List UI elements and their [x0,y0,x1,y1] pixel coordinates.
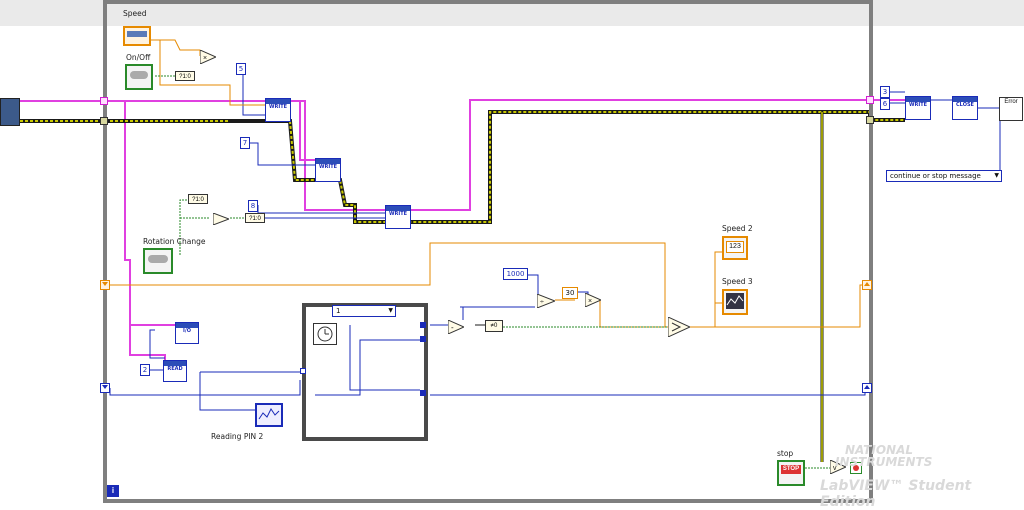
waveform-chart-icon-2 [726,293,744,309]
speed2-label: Speed 2 [722,224,753,233]
case-tunnel-1[interactable] [420,322,426,328]
constant-30[interactable]: 30 [562,287,578,299]
constant-7[interactable]: 7 [240,137,250,149]
io-vi[interactable]: I/O [175,322,199,344]
speed3-indicator [722,289,748,315]
constant-1000[interactable]: 1000 [503,268,528,280]
loop-iteration-icon: i [107,485,119,497]
refnum-tunnel-left[interactable] [100,97,108,105]
clock-icon [317,326,333,342]
on-off-label: On/Off [126,53,151,62]
shift-register-right-blue[interactable] [862,383,872,393]
error-message-ring[interactable]: continue or stop message ▼ [886,170,1002,182]
shift-register-left-blue[interactable] [100,383,110,393]
divide-function[interactable]: ÷ [536,293,557,309]
main-while-loop[interactable] [103,0,873,503]
speed-label: Speed [123,9,147,18]
subtract-function[interactable]: - [447,319,466,335]
shift-register-left-orange[interactable] [100,280,110,290]
speed3-label: Speed 3 [722,277,753,286]
constant-5[interactable]: 5 [236,63,246,75]
init-vi-icon[interactable] [0,98,20,126]
multiply-function-2[interactable]: × [584,292,603,308]
case-tunnel-3[interactable] [420,390,426,396]
error-message-ring-value: continue or stop message [890,172,981,180]
toggle-switch-icon-2 [148,255,168,263]
double-wires [110,39,865,328]
case-selector-value: 1 [336,307,341,315]
write-vi-2[interactable]: WRITE [315,158,341,182]
chevron-down-icon-2: ▼ [994,172,999,179]
loop-condition-terminal[interactable] [850,462,862,474]
constant-8[interactable]: 8 [248,200,258,212]
multiply-function[interactable]: × [199,49,218,65]
write-vi-3[interactable]: WRITE [385,205,411,229]
stop-control[interactable]: STOP [777,460,805,486]
watermark-line1: NATIONAL [845,443,914,457]
diagram-top-band [0,0,1024,26]
error-tunnel-left[interactable] [100,117,108,125]
watermark-line2: INSTRUMENTS [835,455,933,469]
boolean-wires [155,75,830,469]
svg-text:v: v [833,465,837,472]
toggle-switch-icon [130,71,148,79]
bool-to-number-function-2[interactable]: ?1:0 [188,194,208,204]
not-equal-zero-function[interactable]: ≠0 [485,320,503,332]
close-vi[interactable]: CLOSE [952,96,978,120]
write-vi-1[interactable]: WRITE [265,98,291,122]
stop-label: stop [777,449,794,458]
error-handler-text: Error [1004,99,1018,105]
constant-2[interactable]: 2 [140,364,150,376]
speed2-display: 123 [726,241,744,253]
speed-control[interactable] [123,26,151,46]
svg-text:-: - [451,323,454,332]
read-vi[interactable]: READ [163,360,187,382]
simple-error-handler-vi[interactable]: Error [999,97,1023,121]
svg-text:÷: ÷ [540,299,544,306]
shift-register-right-orange[interactable] [862,280,872,290]
constant-3[interactable]: 3 [880,86,890,98]
rotation-change-label: Rotation Change [143,237,206,246]
chevron-down-icon: ▼ [388,307,393,314]
bool-to-number-function[interactable]: ?1:0 [175,71,195,81]
select-function[interactable] [667,316,692,338]
case-selector[interactable]: 1 ▼ [332,305,396,317]
not-function[interactable] [212,212,231,226]
refnum-tunnel-right[interactable] [866,96,874,104]
rotation-change-control[interactable] [143,248,173,274]
svg-text:×: × [588,298,592,305]
or-function[interactable]: v [829,459,848,475]
reading-pin2-label: Reading PIN 2 [211,432,264,441]
error-tunnel-right[interactable] [866,116,874,124]
constant-6[interactable]: 6 [880,98,890,110]
wait-ms-function[interactable] [313,323,337,345]
slider-icon [127,31,147,37]
reading-pin2-indicator [255,403,283,427]
svg-text:×: × [203,55,207,62]
stop-button-face: STOP [781,465,801,474]
case-selector-tunnel[interactable] [300,368,306,374]
watermark-line3: LabVIEW™ Student Edition [820,478,972,510]
waveform-chart-icon [258,408,280,420]
speed2-indicator: 123 [722,236,748,260]
stop-sign-icon [853,465,859,471]
bool-to-number-function-3[interactable]: ?1:0 [245,213,265,223]
on-off-control[interactable] [125,64,153,90]
case-tunnel-2[interactable] [420,336,426,342]
write-vi-4[interactable]: WRITE [905,96,931,120]
